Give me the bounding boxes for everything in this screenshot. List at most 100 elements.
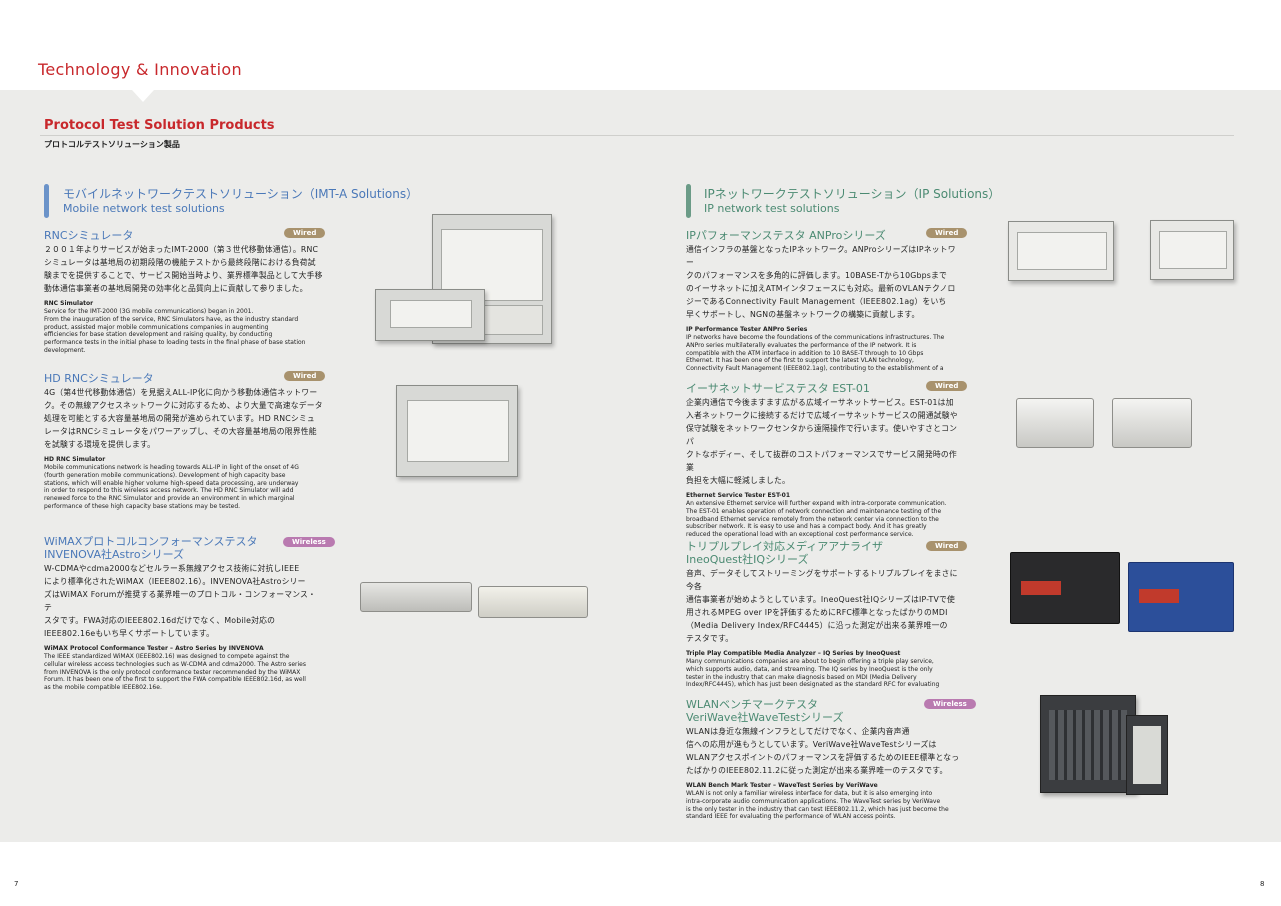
product-description-jp: 4G（第4世代移動体通信）を見据えALL-IP化に向かう移動体通信ネットワー ク… — [44, 386, 324, 451]
product-wimax-astro: WiMAXプロトコルコンフォーマンステスタ INVENOVA社Astroシリーズ… — [44, 535, 324, 692]
product-title: IPパフォーマンステスタ ANProシリーズ — [686, 229, 886, 242]
jp-line: テスタです。 — [686, 634, 734, 643]
en-line: cellular wireless access technologies su… — [44, 660, 306, 668]
veriwave-chassis-image — [1040, 695, 1136, 793]
jp-line: 保守試験をネットワークセンタから遠隔操作で行います。使いやすさとコンパ — [686, 424, 958, 446]
jp-line: 4G（第4世代移動体通信）を見据えALL-IP化に向かう移動体通信ネットワー — [44, 388, 318, 397]
en-line: broadband Ethernet service remotely from… — [686, 515, 939, 523]
est-01-device-image — [1016, 398, 1094, 448]
section-rule — [40, 135, 1234, 136]
jp-line: シミュレータは基地局の初期段階の機能テストから最終段階における負荷試 — [44, 258, 316, 267]
product-hd-rnc-simulator: HD RNCシミュレータ 4G（第4世代移動体通信）を見据えALL-IP化に向か… — [44, 372, 324, 511]
en-line: Mobile communications network is heading… — [44, 464, 299, 471]
product-est-01: イーサネットサービステスタ EST-01 企業内通信で今後ますます広がる広域イー… — [686, 382, 962, 539]
jp-line: ジーであるConnectivity Fault Management（IEEE8… — [686, 297, 947, 306]
anpro-unit-image — [1150, 220, 1234, 280]
jp-line: 通信事業者が始めようとしています。IneoQuest社IQシリーズはIP-TVで… — [686, 595, 955, 604]
left-column-heading-en: Mobile network test solutions — [63, 202, 225, 215]
en-line: IP networks have become the foundations … — [686, 334, 945, 341]
en-line: Index/RFC4445), which has just been desi… — [686, 681, 940, 689]
product-title-line2: IneoQuest社IQシリーズ — [686, 553, 809, 566]
product-description-jp: 通信インフラの基盤となったIPネットワーク。ANProシリーズはIPネットワー … — [686, 243, 962, 321]
product-title: イーサネットサービステスタ EST-01 — [686, 382, 870, 395]
product-title: WLANベンチマークテスタ — [686, 698, 819, 711]
wired-badge: Wired — [926, 381, 968, 391]
en-line: The IEEE standardized WiMAX (IEEE802.16)… — [44, 653, 290, 660]
wired-badge: Wired — [926, 228, 968, 238]
en-line: compatible with the ATM interface in add… — [686, 349, 924, 357]
product-en-title: HD RNC Simulator — [44, 456, 106, 463]
jp-line: レータはRNCシミュレータをパワーアップし、その大容量基地局の限界性能 — [44, 427, 317, 436]
en-line: An extensive Ethernet service will furth… — [686, 500, 947, 507]
en-line: which supports audio, data, and streamin… — [686, 665, 933, 673]
en-line: subscriber network. It is easy to use an… — [686, 523, 927, 531]
product-title-line2: INVENOVA社Astroシリーズ — [44, 548, 185, 561]
product-rnc-simulator: RNCシミュレータ ２００１年よりサービスが始まったIMT-2000（第３世代移… — [44, 229, 324, 355]
product-en-title: Triple Play Compatible Media Analyzer – … — [686, 650, 901, 657]
jp-line: クのパフォーマンスを多角的に評価します。10BASE-Tから10Gbpsまで — [686, 271, 948, 280]
product-title: RNCシミュレータ — [44, 229, 134, 242]
en-line: performance of these high capacity base … — [44, 502, 241, 510]
jp-line: 通信インフラの基盤となったIPネットワーク。ANProシリーズはIPネットワー — [686, 245, 956, 267]
jp-line: 用されるMPEG over IPを評価するためにRFC標準となったばかりのMDI — [686, 608, 948, 617]
wired-badge: Wired — [284, 228, 326, 238]
product-description-jp: 音声、データそしてストリーミングをサポートするトリプルプレイをまさに今各 通信事… — [686, 567, 962, 645]
product-description-jp: WLANは身近な無線インフラとしてだけでなく、企業内音声通 信への応用が進もうと… — [686, 725, 962, 777]
jp-line: IEEE802.16eもいち早くサポートしています。 — [44, 629, 215, 638]
product-title: WiMAXプロトコルコンフォーマンステスタ — [44, 535, 258, 548]
wireless-badge: Wireless — [283, 537, 335, 547]
product-title: HD RNCシミュレータ — [44, 372, 154, 385]
rack-panel — [407, 400, 509, 462]
en-line: Many communications companies are about … — [686, 658, 934, 665]
jp-line: のイーサネットに加えATMインタフェースにも対応。最新のVLANテクノロ — [686, 284, 956, 293]
product-description-en: Service for the IMT-2000 (3G mobile comm… — [44, 308, 324, 355]
product-description-jp: W-CDMAやcdma2000などセルラー系無線アクセス技術に対抗しIEEE に… — [44, 562, 324, 640]
product-en-title: Ethernet Service Tester EST-01 — [686, 492, 790, 499]
veriwave-module-image — [1126, 715, 1168, 795]
right-column-heading-jp: IPネットワークテストソリューション（IP Solutions） — [704, 187, 1001, 201]
product-en-title: WiMAX Protocol Conformance Tester – Astr… — [44, 645, 264, 652]
rack-panel — [1159, 231, 1227, 269]
en-line: efficiencies for base station developmen… — [44, 331, 273, 339]
jp-line: 信への応用が進もうとしています。VeriWave社WaveTestシリーズは — [686, 740, 937, 749]
jp-line: 処理を可能とする大容量基地局の開発が進められています。HD RNCシミュ — [44, 414, 315, 423]
jp-line: たばかりのIEEE802.11.2に従った測定が出来る業界唯一のテスタです。 — [686, 766, 948, 775]
right-column-heading-en: IP network test solutions — [704, 202, 840, 215]
module-panel — [1133, 726, 1161, 784]
left-column-bar — [44, 184, 49, 218]
jp-line: ２００１年よりサービスが始まったIMT-2000（第３世代移動体通信）。RNC — [44, 245, 319, 254]
product-description-en: Mobile communications network is heading… — [44, 464, 324, 511]
left-column-heading-jp: モバイルネットワークテストソリューション（IMT-A Solutions） — [63, 187, 419, 201]
hd-rnc-rack-image — [396, 385, 518, 477]
wimax-astro-unit-image — [478, 586, 588, 618]
rack-panel — [390, 300, 472, 328]
en-line: development. — [44, 346, 86, 354]
rack-panel — [1017, 232, 1107, 270]
jp-line: を試験する環境を提供します。 — [44, 440, 156, 449]
ineoquest-blue-unit-image — [1128, 562, 1234, 632]
jp-line: WLANは身近な無線インフラとしてだけでなく、企業内音声通 — [686, 727, 910, 736]
band-notch — [132, 90, 154, 102]
product-en-title: RNC Simulator — [44, 300, 94, 307]
product-en-title: IP Performance Tester ANPro Series — [686, 326, 808, 333]
jp-line: 音声、データそしてストリーミングをサポートするトリプルプレイをまさに今各 — [686, 569, 958, 591]
product-ineoquest-iq: トリプルプレイ対応メディアアナライザ IneoQuest社IQシリーズ 音声、デ… — [686, 540, 962, 689]
en-line: (fourth generation mobile communications… — [44, 471, 286, 479]
jp-line: 入者ネットワークに接続するだけで広域イーサネットサービスの開通試験や — [686, 411, 958, 420]
product-description-jp: ２００１年よりサービスが始まったIMT-2000（第３世代移動体通信）。RNC … — [44, 243, 324, 295]
product-description-jp: 企業内通信で今後ますます広がる広域イーサネットサービス。EST-01は加 入者ネ… — [686, 396, 962, 487]
en-line: intra-corporate audio communication appl… — [686, 797, 941, 805]
jp-line: 動体通信事業者の基地局開発の効率化と品質向上に貢献して参りました。 — [44, 284, 308, 293]
product-description-en: The IEEE standardized WiMAX (IEEE802.16)… — [44, 653, 324, 692]
product-title: トリプルプレイ対応メディアアナライザ — [686, 540, 884, 553]
product-veriwave-wavetest: WLANベンチマークテスタ VeriWave社WaveTestシリーズ WLAN… — [686, 698, 962, 821]
jp-line: （Media Delivery Index/RFC4445）に沿った測定が出来る… — [686, 621, 948, 630]
jp-line: 企業内通信で今後ますます広がる広域イーサネットサービス。EST-01は加 — [686, 398, 954, 407]
en-line: From the inauguration of the service, RN… — [44, 315, 299, 323]
en-line: WLAN is not only a familiar wireless int… — [686, 790, 933, 797]
en-line: stations, which will enable higher volum… — [44, 479, 299, 487]
en-line: as the mobile compatible IEEE802.16e. — [44, 684, 162, 692]
en-line: ANPro series multilaterally evaluates th… — [686, 341, 917, 349]
en-line: standard IEEE for evaluating the perform… — [686, 813, 896, 821]
product-anpro: IPパフォーマンステスタ ANProシリーズ 通信インフラの基盤となったIPネッ… — [686, 229, 962, 373]
